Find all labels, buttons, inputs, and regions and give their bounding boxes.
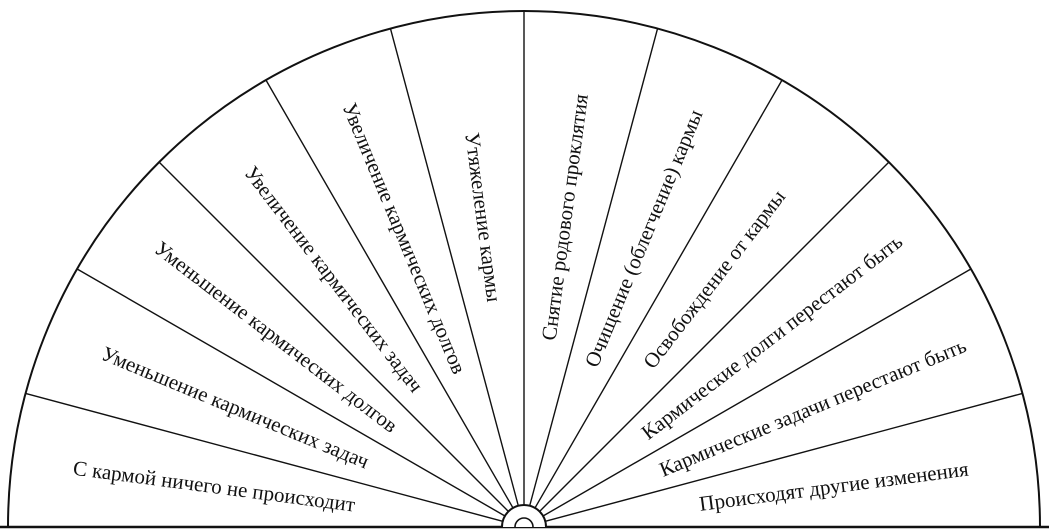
sector-label: Снятие родового проклятия — [537, 92, 593, 342]
sector-divider — [76, 268, 506, 517]
sector-divider — [545, 392, 1023, 522]
sector-divider — [542, 268, 972, 517]
center-semicircle — [501, 504, 547, 528]
sector-label: С кармой ничего не происходит — [72, 456, 357, 517]
sector-dividers — [25, 11, 1023, 522]
center-point — [514, 517, 534, 528]
sector-divider — [158, 161, 509, 512]
chart-frame — [0, 10, 1049, 529]
sector-divider — [265, 79, 514, 509]
sector-divider — [25, 392, 503, 522]
sector-divider — [539, 161, 890, 512]
sector-labels: С кармой ничего не происходитУменьшение … — [72, 92, 970, 516]
sector-divider — [389, 28, 519, 506]
sector-divider — [534, 79, 783, 509]
sector-label: Утяжеление кармы — [460, 131, 506, 303]
sector-divider — [529, 28, 659, 506]
outer-arc — [7, 10, 1041, 528]
sector-label: Кармические задачи перестают быть — [656, 333, 970, 481]
sector-label: Происходят другие изменения — [698, 457, 970, 516]
